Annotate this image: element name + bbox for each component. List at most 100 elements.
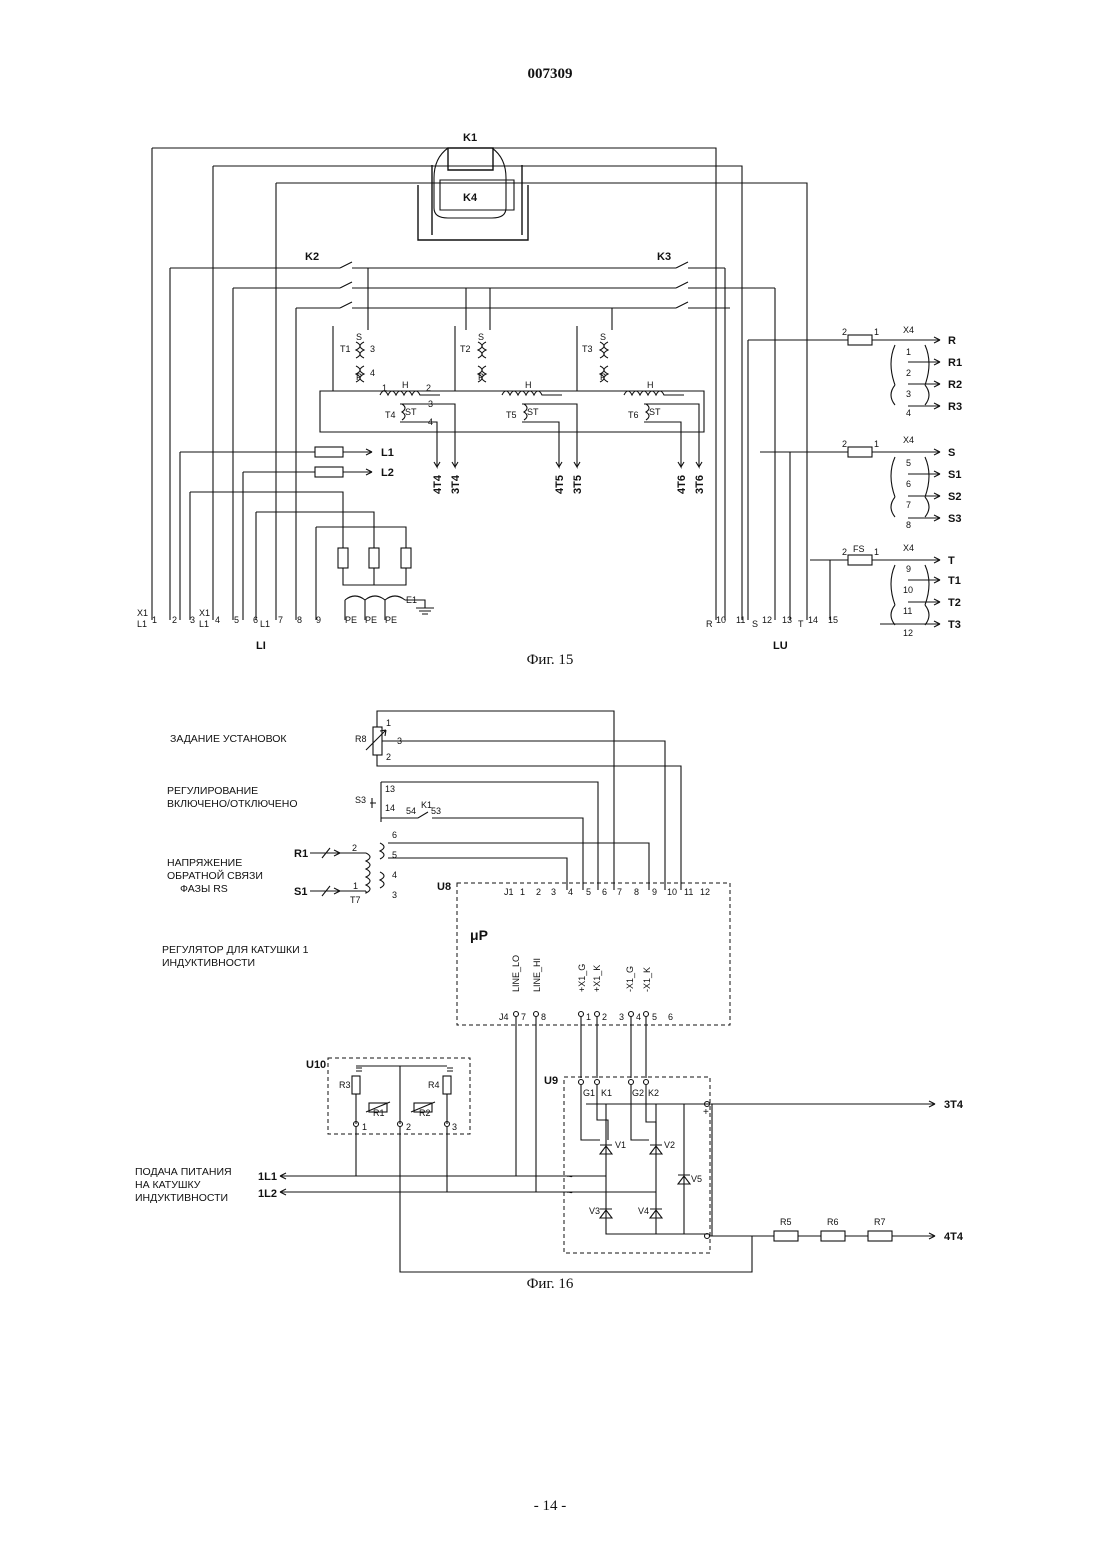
svg-text:H: H: [647, 380, 654, 390]
svg-text:X1: X1: [137, 608, 148, 618]
line-l1-label: L1: [381, 447, 394, 459]
svg-text:14: 14: [385, 803, 395, 813]
svg-text:V2: V2: [664, 1140, 675, 1150]
input-1l2-label: 1L2: [258, 1188, 277, 1200]
output-4t4-label: 4T4: [944, 1231, 964, 1243]
svg-text:R3: R3: [339, 1080, 351, 1090]
svg-text:H: H: [402, 380, 409, 390]
svg-text:8: 8: [634, 887, 639, 897]
l1-l2-fuses: L1 L2 E1: [180, 447, 434, 620]
svg-text:T: T: [798, 619, 804, 629]
svg-text:R1: R1: [373, 1108, 385, 1118]
right-terminal-block: R 10 11 S 12 13 T 14 15 LU: [706, 340, 848, 652]
svg-text:8: 8: [541, 1012, 546, 1022]
svg-text:T1: T1: [340, 344, 351, 354]
output-3t4-label: 3T4: [944, 1099, 964, 1111]
svg-text:4: 4: [906, 408, 911, 418]
svg-text:H: H: [525, 380, 532, 390]
svg-text:X4: X4: [903, 543, 914, 553]
input-s1-label: S1: [294, 886, 307, 898]
svg-text:3: 3: [190, 615, 195, 625]
svg-text:4: 4: [568, 887, 573, 897]
transformer-t3: T3 S P H T6 ST: [320, 326, 704, 455]
svg-text:1: 1: [874, 439, 879, 449]
microprocessor-u8: U8 μP J1 1 2 3 4 5 6 7 8 9 10 11 12 LINE…: [437, 881, 730, 1192]
svg-text:2: 2: [842, 547, 847, 557]
input-1l1-label: 1L1: [258, 1171, 277, 1183]
svg-text:3: 3: [452, 1122, 457, 1132]
svg-text:1: 1: [353, 881, 358, 891]
svg-text:1: 1: [152, 615, 157, 625]
line-l2-label: L2: [381, 467, 394, 479]
svg-text:+X1_K: +X1_K: [592, 965, 602, 992]
supply-text-3: ИНДУКТИВНОСТИ: [135, 1192, 228, 1204]
svg-text:R8: R8: [355, 734, 367, 744]
svg-text:L1: L1: [137, 619, 147, 629]
svg-text:12: 12: [700, 887, 710, 897]
svg-text:ST: ST: [527, 407, 539, 417]
terminal-s2: S2: [948, 491, 961, 503]
feedback-text-3: ФАЗЫ RS: [180, 883, 228, 895]
svg-text:X1: X1: [199, 608, 210, 618]
terminal-t2: T2: [948, 597, 961, 609]
svg-text:6: 6: [253, 615, 258, 625]
svg-text:V1: V1: [615, 1140, 626, 1150]
svg-text:5: 5: [234, 615, 239, 625]
setpoint-text: ЗАДАНИЕ УСТАНОВОК: [170, 733, 287, 745]
svg-text:12: 12: [903, 628, 913, 638]
svg-text:T2: T2: [460, 344, 471, 354]
svg-text:5: 5: [906, 458, 911, 468]
svg-text:4: 4: [215, 615, 220, 625]
left-terminal-block: X1 L1 X1 L1 L1 1 2 3 4 5 6 7 8 9 PE PE P…: [137, 608, 397, 652]
svg-text:8: 8: [297, 615, 302, 625]
terminal-s: S: [948, 447, 955, 459]
svg-text:1: 1: [520, 887, 525, 897]
switch-rows-k2-k3: K2 K3: [170, 251, 775, 620]
terminal-s1: S1: [948, 469, 961, 481]
terminal-r3: R3: [948, 401, 962, 413]
u8-bottom-pins: J4 7 8 1 2 3 4 5 6: [499, 1012, 673, 1022]
output-4t4: 4T4: [432, 474, 444, 494]
svg-text:R5: R5: [780, 1217, 792, 1227]
svg-text:6: 6: [392, 830, 397, 840]
terminal-t: T: [948, 555, 955, 567]
svg-text:L1: L1: [260, 619, 270, 629]
contactor-k4-label: K4: [463, 192, 478, 204]
svg-text:G1: G1: [583, 1088, 595, 1098]
output-3t6: 3T6: [694, 475, 706, 494]
terminal-s3: S3: [948, 513, 961, 525]
potentiometer-r8: R8 1 3 2: [355, 711, 681, 890]
svg-text:2: 2: [602, 1012, 607, 1022]
transformer-outputs: 4T4 3T4 4T5 3T5 4T6 3T6: [432, 455, 706, 494]
svg-text:54: 54: [406, 806, 416, 816]
svg-text:4: 4: [392, 870, 397, 880]
svg-text:1: 1: [586, 1012, 591, 1022]
svg-text:V3: V3: [589, 1206, 600, 1216]
svg-text:12: 12: [762, 615, 772, 625]
terminal-block-li-label: LI: [256, 640, 266, 652]
svg-text:1: 1: [362, 1122, 367, 1132]
u9-label: U9: [544, 1075, 558, 1087]
svg-text:V4: V4: [638, 1206, 649, 1216]
svg-text:8: 8: [906, 520, 911, 530]
svg-text:S: S: [600, 332, 606, 342]
svg-text:-X1_G: -X1_G: [625, 966, 635, 992]
svg-text:S: S: [356, 332, 362, 342]
svg-text:R: R: [706, 619, 713, 629]
svg-text:9: 9: [906, 564, 911, 574]
svg-text:7: 7: [278, 615, 283, 625]
svg-text:2: 2: [406, 1122, 411, 1132]
svg-text:X4: X4: [903, 325, 914, 335]
svg-text:2: 2: [536, 887, 541, 897]
svg-text:L1: L1: [199, 619, 209, 629]
output-4t6: 4T6: [676, 475, 688, 494]
svg-text:J1: J1: [504, 887, 514, 897]
svg-text:3: 3: [906, 389, 911, 399]
svg-text:R2: R2: [419, 1108, 431, 1118]
svg-text:10: 10: [903, 585, 913, 595]
svg-text:PE: PE: [365, 615, 377, 625]
figure-15-caption: Фиг. 15: [0, 652, 1100, 669]
svg-text:1: 1: [386, 718, 391, 728]
svg-text:7: 7: [906, 500, 911, 510]
svg-text:2: 2: [842, 327, 847, 337]
